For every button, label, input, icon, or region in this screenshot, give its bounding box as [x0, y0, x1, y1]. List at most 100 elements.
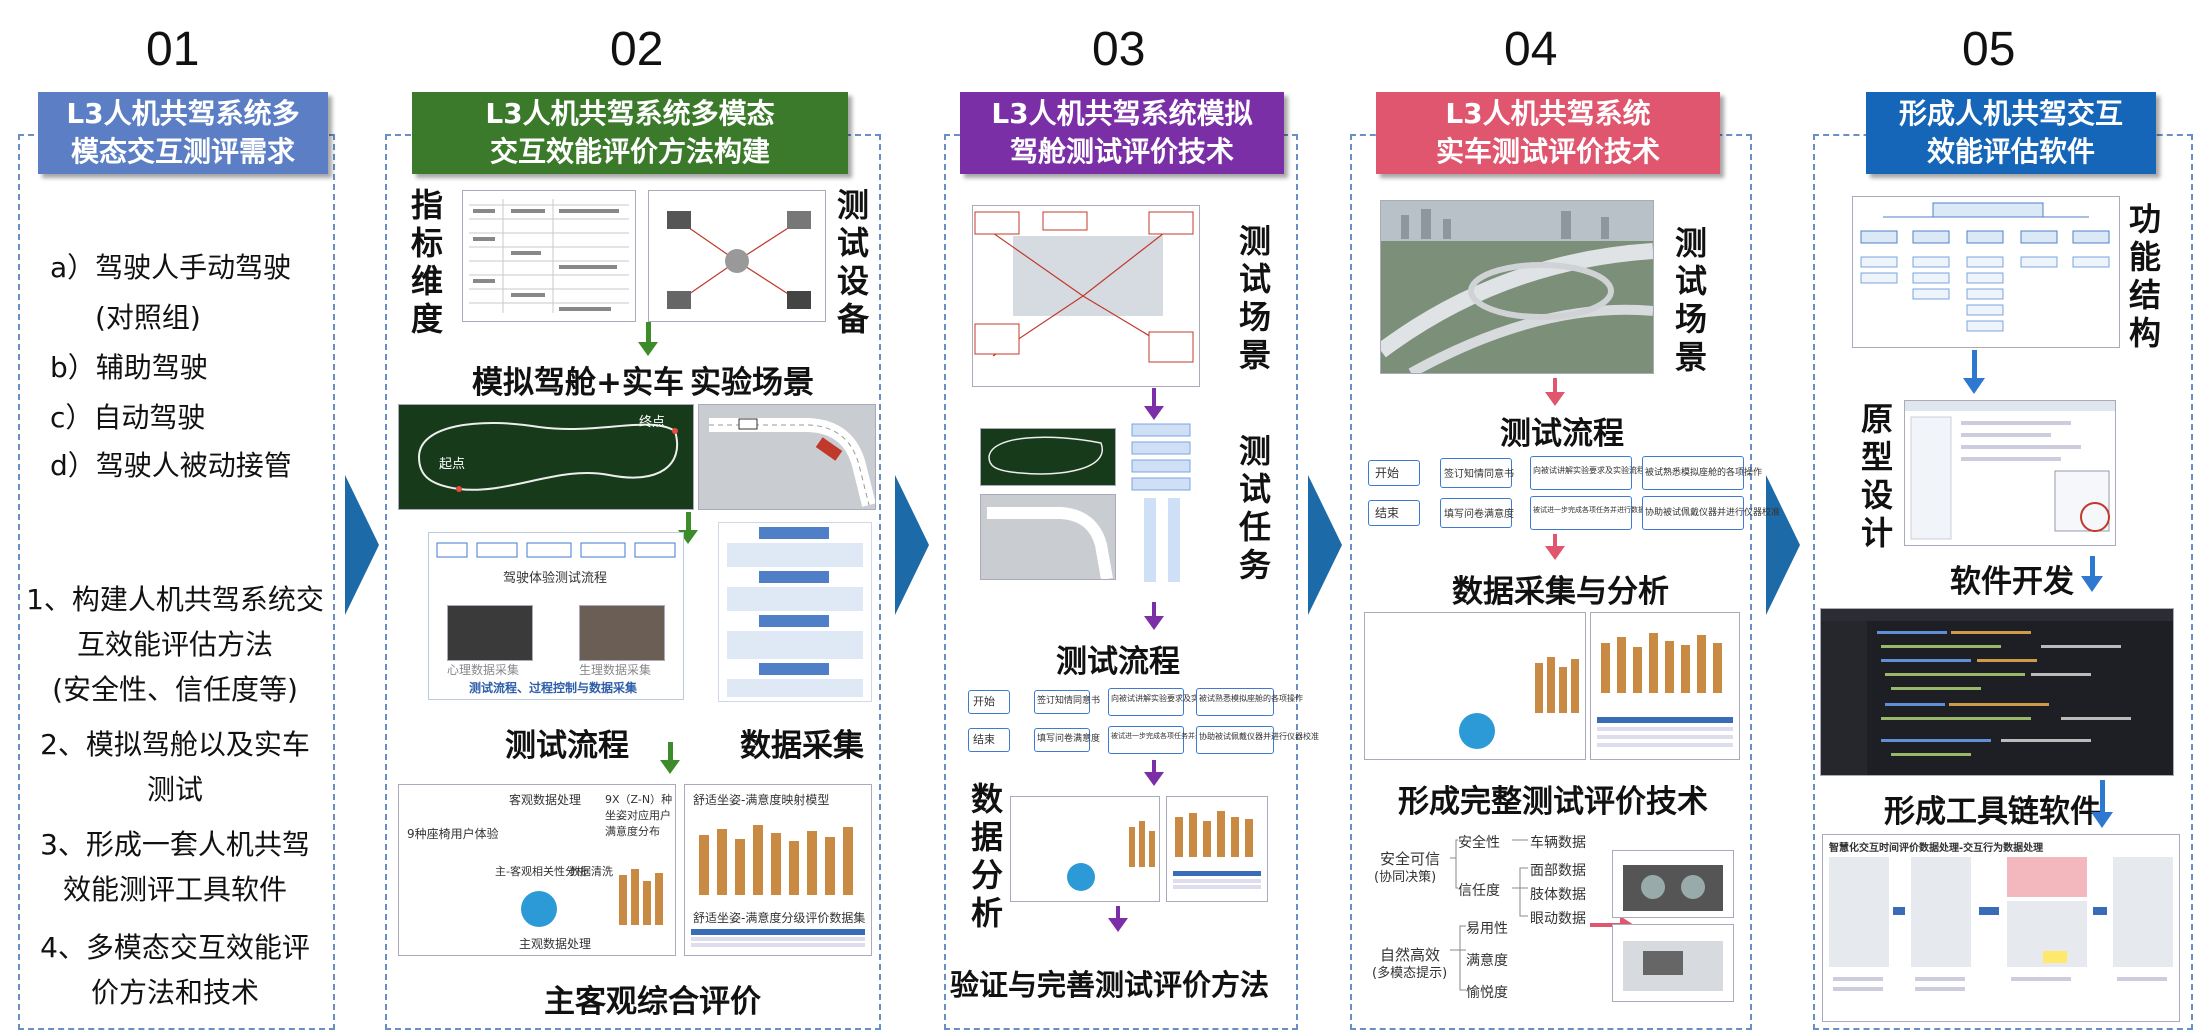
label-complete-technique: 形成完整测试评价技术 — [1398, 784, 1708, 820]
analysis-image-1 — [1010, 796, 1160, 902]
mode-auto: c）自动驾驶 — [50, 401, 206, 434]
tree-pleasure: 愉悦度 — [1466, 985, 1508, 1001]
analysis-image-4b — [1590, 612, 1740, 760]
flow-step: 结束 — [1368, 500, 1420, 526]
flow-step: 被试熟悉模拟座舱的各项操作 — [1196, 688, 1303, 716]
goal-1-line3: (安全性、信任度等) — [52, 673, 298, 706]
flow-arrow-icon — [1152, 388, 1156, 408]
label-data-collection: 数据采集 — [740, 728, 864, 764]
tree-usability: 易用性 — [1466, 921, 1508, 937]
flow-arrow-icon — [1972, 350, 1977, 380]
mini-subj-label: 客观数据处理 — [509, 793, 582, 807]
label-test-scene-4: 测试场景 — [1674, 224, 1707, 376]
analysis-image-2 — [1166, 796, 1268, 902]
flow-arrow-icon — [1553, 534, 1557, 548]
label-test-flow-3: 测试流程 — [1056, 644, 1180, 680]
flow-arrow-icon — [638, 342, 658, 356]
label-function-structure: 功能结构 — [2128, 200, 2161, 352]
flow-arrow-icon — [668, 742, 673, 762]
physio-photo-2 — [579, 605, 665, 661]
subjective-objective-analysis-image: 客观数据处理 9种座椅用户体验 主-客观相关性分析 数据清洗 主观数据处理 9X… — [398, 784, 676, 956]
label-sim-and-real: 模拟驾舱+实车 — [472, 365, 684, 401]
label-toolchain-software: 形成工具链软件 — [1884, 794, 2101, 830]
toolchain-title: 智慧化交互时间评价数据处理-交互行为数据处理 — [1829, 843, 2044, 854]
goal-1-line1: 1、构建人机共驾系统交 — [26, 583, 324, 616]
flow-step: 签订知情同意书 — [1440, 458, 1514, 488]
tree-limb-data: 肢体数据 — [1530, 887, 1586, 903]
test-flow-image: 驾驶体验测试流程 心理数据采集 生理数据采集 测试流程、过程控制与数据采集 — [428, 532, 684, 700]
column-number-5: 05 — [1962, 23, 2016, 76]
mode-takeover: d）驾驶人被动接管 — [50, 449, 292, 482]
flow-arrow-icon — [1152, 760, 1156, 774]
column-number-1: 01 — [146, 23, 200, 76]
column-4-header: L3人机共驾系统实车测试评价技术 — [1376, 92, 1720, 174]
track-end-label: 终点 — [639, 415, 666, 430]
flow-arrow-icon — [1545, 546, 1565, 560]
road-scene-image-1 — [980, 428, 1116, 486]
goal-3-line2: 效能测评工具软件 — [62, 873, 287, 906]
eye-data-image — [1612, 924, 1734, 1002]
test-equipment-image — [648, 190, 826, 322]
flow-step: 协助被试佩戴仪器并进行仪器校准 — [1642, 496, 1780, 530]
flow-arrow-icon — [2091, 812, 2113, 828]
mode-assisted: b）辅助驾驶 — [50, 351, 208, 384]
column-2-header: L3人机共驾系统多模态交互效能评价方法构建 — [412, 92, 848, 174]
mini-physio2-label: 生理数据采集 — [579, 663, 652, 677]
flow-arrow-icon — [2081, 576, 2103, 592]
column-1-header: L3人机共驾系统多模态交互测评需求 — [38, 92, 328, 174]
source-code-screenshot — [1820, 608, 2174, 776]
column-number-3: 03 — [1092, 23, 1146, 76]
comfort-model-image: 舒适坐姿-满意度映射模型 舒适坐姿-满意度分级评价数据集 — [684, 784, 872, 956]
mini-clean-label: 数据清洗 — [569, 865, 613, 878]
column-3-header: L3人机共驾系统模拟驾舱测试评价技术 — [960, 92, 1284, 174]
tree-face-data: 面部数据 — [1530, 863, 1586, 879]
column-number-4: 04 — [1504, 23, 1558, 76]
goal-2-line1: 2、模拟驾舱以及实车 — [40, 728, 310, 761]
flow-arrow-icon — [660, 760, 680, 774]
goal-1-line2: 互效能评估方法 — [76, 628, 273, 661]
analysis-image-4a — [1364, 612, 1586, 760]
label-index-dimension: 指标维度 — [410, 186, 443, 338]
physio-photo — [447, 605, 533, 661]
goal-2-line2: 测试 — [146, 773, 203, 806]
flow-step: 开始 — [1368, 460, 1420, 486]
flow-arrow-icon — [1144, 406, 1164, 420]
data-collection-list — [718, 522, 872, 702]
flow-step: 填写问卷满意度 — [1440, 498, 1514, 528]
label-test-task: 测试任务 — [1238, 432, 1271, 584]
mini-dist-label: 9X（Z-N）种坐姿对应用户满意度分布 — [605, 793, 673, 838]
prototype-screenshot — [1904, 400, 2116, 546]
tree-root-safety-sub: (协同决策) — [1374, 870, 1437, 885]
scene-road-image — [698, 404, 876, 510]
flow-arrow-icon — [1545, 392, 1565, 406]
mini-flow-caption: 测试流程、过程控制与数据采集 — [469, 681, 638, 695]
toolchain-screenshot: 智慧化交互时间评价数据处理-交互行为数据处理 — [1822, 834, 2180, 1022]
mini-physio-label: 心理数据采集 — [447, 663, 520, 677]
column-5-header: 形成人机共驾交互效能评估软件 — [1866, 92, 2156, 174]
flow-step: 填写问卷满意度 — [1034, 728, 1100, 752]
label-software-dev: 软件开发 — [1950, 564, 2074, 600]
mini-user-label: 9种座椅用户体验 — [407, 827, 499, 841]
flow-arrow-icon — [1108, 918, 1128, 932]
flow-arrow-icon — [1152, 602, 1156, 618]
flow-arrow-icon — [1144, 616, 1164, 630]
next-arrow-icon — [345, 475, 379, 615]
mode-control-group: (对照组) — [95, 301, 201, 334]
function-structure-diagram — [1852, 196, 2120, 348]
flow-arrow-icon — [1144, 772, 1164, 786]
label-experiment-scene: 实验场景 — [690, 365, 814, 401]
tree-root-safety: 安全可信 — [1380, 850, 1441, 868]
mini-flow-title: 驾驶体验测试流程 — [503, 571, 608, 586]
flow-step: 签订知情同意书 — [1034, 690, 1100, 714]
task-sequence-image — [1126, 420, 1196, 586]
road-scene-image-2 — [980, 494, 1116, 580]
flow-step: 向被试讲解实验要求及实验流程 — [1530, 456, 1645, 490]
flow-arrow-icon — [1116, 906, 1120, 920]
mini-main-label: 主观数据处理 — [519, 937, 592, 951]
flow-arrow-icon — [646, 322, 651, 344]
goal-4-line2: 价方法和技术 — [90, 976, 259, 1009]
tree-safety: 安全性 — [1458, 835, 1500, 851]
next-arrow-icon — [895, 475, 929, 615]
tree-connectors — [1450, 839, 1528, 991]
column-number-2: 02 — [610, 23, 664, 76]
